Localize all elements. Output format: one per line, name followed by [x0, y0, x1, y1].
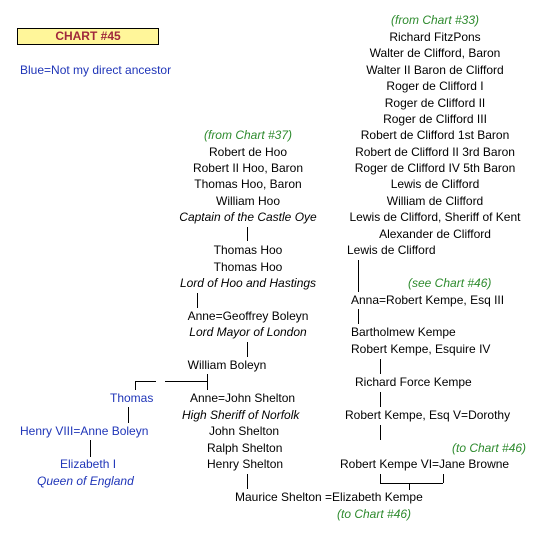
connector-line: [380, 474, 381, 483]
legend-note: Blue=Not my direct ancestor: [20, 63, 172, 77]
person-robert-kempe-vi: Robert Kempe VI=Jane Browne: [340, 457, 510, 471]
person-john-shelton: John Shelton: [209, 424, 280, 438]
person-lewis-de-clifford-2: Lewis de Clifford: [347, 243, 436, 257]
connector-line: [247, 474, 248, 489]
person-anna-robert-kempe-iii: Anna=Robert Kempe, Esq III: [351, 293, 505, 307]
william-hoo-title: Captain of the Castle Oye: [179, 210, 317, 224]
person-roger-de-clifford-iv: Roger de Clifford IV 5th Baron: [354, 161, 516, 175]
connector-line: [197, 293, 198, 308]
person-robert-ii-hoo: Robert II Hoo, Baron: [192, 161, 304, 175]
connector-line: [358, 260, 359, 292]
connector-line: [135, 381, 156, 382]
person-robert-de-hoo: Robert de Hoo: [208, 145, 288, 159]
connector-line: [380, 483, 443, 484]
person-anne-geoffrey-boleyn: Anne=Geoffrey Boleyn: [187, 309, 309, 323]
person-robert-de-clifford-ii: Robert de Clifford II 3rd Baron: [355, 145, 515, 159]
person-thomas-hoo-2: Thomas Hoo: [213, 260, 283, 274]
person-roger-de-clifford-ii: Roger de Clifford II: [384, 96, 486, 110]
person-robert-kempe-v: Robert Kempe, Esq V=Dorothy: [345, 408, 511, 422]
person-henry-viii-anne-boleyn: Henry VIII=Anne Boleyn: [20, 424, 149, 438]
from-chart-33-note: (from Chart #33): [390, 13, 480, 27]
person-thomas-hoo-baron: Thomas Hoo, Baron: [194, 177, 302, 191]
connector-line: [409, 483, 410, 490]
connector-line: [128, 407, 129, 423]
connector-line: [135, 381, 136, 390]
person-ralph-shelton: Ralph Shelton: [207, 441, 283, 455]
person-william-hoo: William Hoo: [215, 194, 281, 208]
connector-line: [358, 309, 359, 324]
person-maurice-shelton-elizabeth-kempe: Maurice Shelton =Elizabeth Kempe: [235, 490, 423, 504]
person-richard-fitzpons: Richard FitzPons: [389, 30, 481, 44]
person-robert-de-clifford-1st: Robert de Clifford 1st Baron: [360, 128, 510, 142]
john-shelton-title: High Sheriff of Norfolk: [182, 408, 300, 422]
person-walter-ii-de-clifford: Walter II Baron de Clifford: [366, 63, 504, 77]
connector-line: [380, 425, 381, 440]
connector-line: [380, 392, 381, 407]
person-richard-force-kempe: Richard Force Kempe: [355, 375, 472, 389]
person-thomas: Thomas: [110, 391, 154, 405]
person-henry-shelton: Henry Shelton: [207, 457, 284, 471]
connector-line: [165, 381, 207, 382]
person-lewis-de-clifford-sheriff: Lewis de Clifford, Sheriff of Kent: [349, 210, 521, 224]
connector-line: [207, 374, 208, 390]
connector-line: [90, 440, 91, 457]
person-william-de-clifford: William de Clifford: [386, 194, 484, 208]
person-elizabeth-i: Elizabeth I: [60, 457, 117, 471]
thomas-hoo-title: Lord of Hoo and Hastings: [179, 276, 317, 290]
connector-line: [247, 227, 248, 241]
person-roger-de-clifford-iii: Roger de Clifford III: [383, 112, 487, 126]
person-alexander-de-clifford: Alexander de Clifford: [379, 227, 491, 241]
person-anne-john-shelton: Anne=John Shelton: [190, 391, 296, 405]
chart-number-label: CHART #45: [17, 28, 159, 45]
see-chart-46-note: (see Chart #46): [408, 276, 492, 290]
person-roger-de-clifford-i: Roger de Clifford I: [386, 79, 484, 93]
connector-line: [247, 342, 248, 357]
from-chart-37-note: (from Chart #37): [203, 128, 293, 142]
connector-line: [380, 359, 381, 374]
person-thomas-hoo-1: Thomas Hoo: [213, 243, 283, 257]
connector-line: [443, 474, 444, 483]
person-bartholmew-kempe: Bartholmew Kempe: [351, 325, 456, 339]
person-robert-kempe-iv: Robert Kempe, Esquire IV: [351, 342, 491, 356]
person-william-boleyn: William Boleyn: [187, 358, 267, 372]
to-chart-46-final-note: (to Chart #46): [337, 507, 412, 521]
elizabeth-i-title: Queen of England: [37, 474, 134, 488]
to-chart-46-note: (to Chart #46): [452, 441, 527, 455]
person-walter-de-clifford: Walter de Clifford, Baron: [369, 46, 501, 60]
person-lewis-de-clifford-1: Lewis de Clifford: [390, 177, 480, 191]
geoffrey-boleyn-title: Lord Mayor of London: [189, 325, 307, 339]
